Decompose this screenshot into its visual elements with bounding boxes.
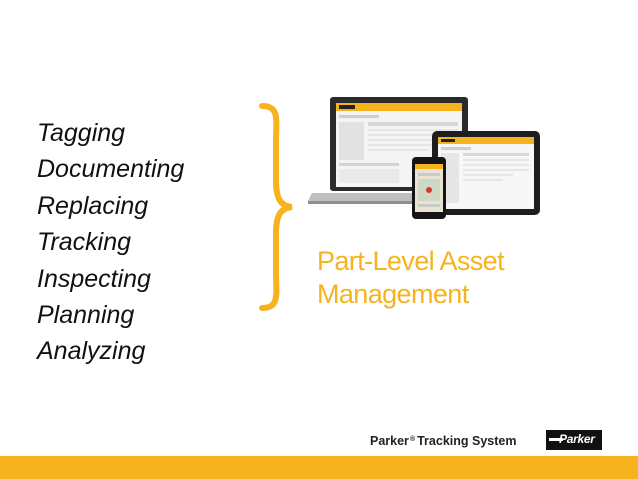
tagline: Part-Level Asset Management xyxy=(317,245,505,311)
devices-illustration xyxy=(308,97,540,219)
registered-mark: ® xyxy=(409,436,416,443)
tablet-icon xyxy=(432,131,540,215)
activity-item: Planning xyxy=(37,301,135,330)
tagline-line1: Part-Level Asset xyxy=(317,246,505,276)
brand-name: Parker xyxy=(370,434,409,448)
activity-item: Documenting xyxy=(37,155,185,184)
footer-product-name: Parker®Tracking System xyxy=(370,434,516,448)
tagline-line2: Management xyxy=(317,279,469,309)
activity-item: Tracking xyxy=(37,228,132,257)
logo-text: Parker xyxy=(559,432,595,446)
phone-icon xyxy=(412,157,446,219)
footer-accent-bar xyxy=(0,456,638,479)
activity-item: Replacing xyxy=(37,191,149,220)
curly-brace-icon xyxy=(259,103,293,311)
activity-item: Inspecting xyxy=(37,264,151,293)
parker-logo-icon: Parker xyxy=(546,430,602,450)
activity-item: Tagging xyxy=(37,119,126,147)
product-name: Tracking System xyxy=(417,434,517,448)
activity-item: Analyzing xyxy=(37,337,146,366)
activity-list: Tagging Documenting Replacing Tracking I… xyxy=(37,115,184,370)
logo-stripe xyxy=(549,438,563,441)
